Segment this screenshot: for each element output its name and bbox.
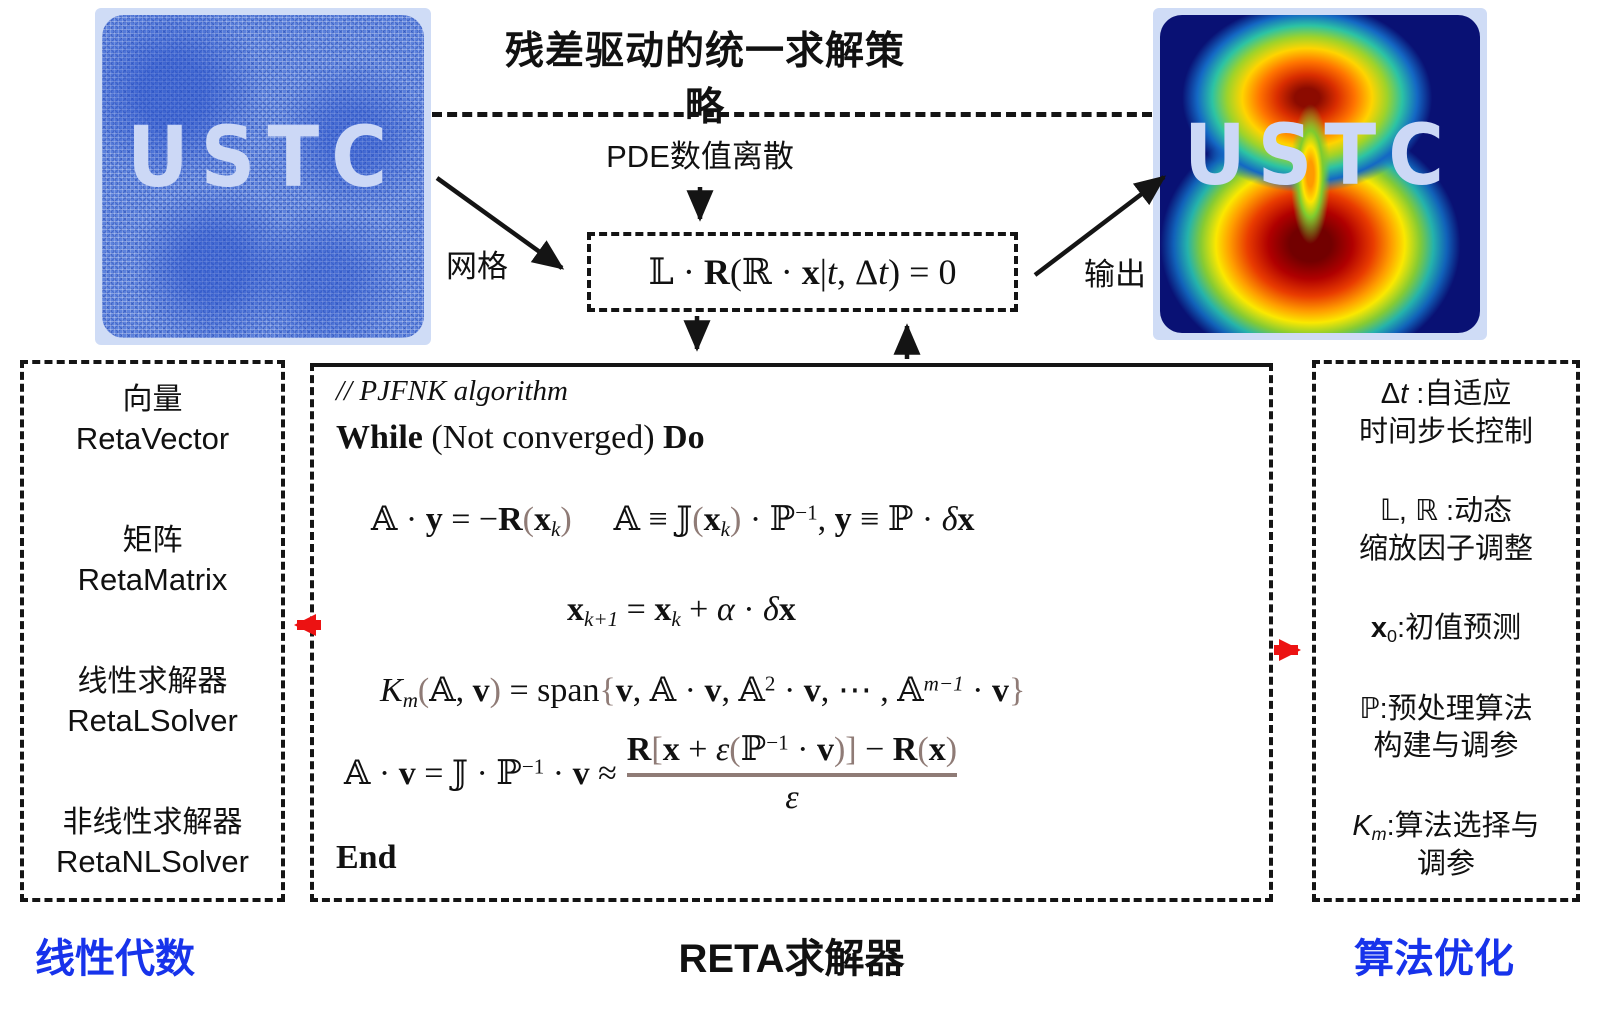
equation-matrix-free: 𝔸 · v = 𝕁 · ℙ−1 · v ≈ R[x + ε(ℙ−1 · v)] … — [344, 729, 958, 817]
while-line: While (Not converged) Do — [336, 419, 705, 456]
item-line1: 𝕃, ℝ :动态 — [1379, 495, 1513, 528]
algorithm-optimization-panel: Δt :自适应 时间步长控制 𝕃, ℝ :动态 缩放因子调整 x0:初值预测 ℙ… — [1312, 360, 1580, 902]
end-line: End — [336, 839, 397, 876]
pde-discretization-label: PDE数值离散 — [606, 139, 794, 174]
mesh-label: 网格 — [446, 249, 508, 284]
fraction-bar — [626, 773, 958, 777]
caption-linear-algebra: 线性代数 — [35, 937, 195, 981]
list-item-nonlinear-solver: 非线性求解器 RetaNLSolver — [24, 803, 281, 882]
fraction-numerator: R[x + ε(ℙ−1 · v)] − R(x) — [626, 730, 958, 768]
residual-equation: 𝕃 · R(ℝ · x|t, Δt) = 0 — [648, 252, 957, 292]
page-title: 残差驱动的统一求解策略 — [504, 30, 905, 129]
equation-update: xk+1 = xk + α · δx — [567, 591, 796, 631]
residual-equation-box: 𝕃 · R(ℝ · x|t, Δt) = 0 — [587, 232, 1018, 312]
output-label: 输出 — [1084, 257, 1146, 292]
list-item-preconditioner: ℙ:预处理算法 构建与调参 — [1316, 691, 1576, 766]
item-line1: Δt :自适应 — [1380, 378, 1512, 410]
equation-definitions: 𝔸 ≡ 𝕁(xk) · ℙ−1, y ≡ ℙ · δx — [613, 500, 975, 541]
top-dashed-divider — [432, 112, 1152, 117]
linear-algebra-panel: 向量 RetaVector 矩阵 RetaMatrix 线性求解器 RetaLS… — [20, 360, 285, 902]
list-item-vector: 向量 RetaVector — [24, 380, 281, 459]
list-item-algorithm-select: Km:算法选择与 调参 — [1316, 808, 1576, 884]
item-line2: 调参 — [1416, 848, 1475, 881]
equation-row-1: 𝔸 · y = −R(xk) 𝔸 ≡ 𝕁(xk) · ℙ−1, y ≡ ℙ · … — [371, 499, 975, 542]
list-item-scaling: 𝕃, ℝ :动态 缩放因子调整 — [1316, 493, 1576, 568]
caption-algorithm-optimization: 算法优化 — [1354, 937, 1514, 981]
fraction-denominator: ε — [785, 779, 799, 816]
item-zh: 非线性求解器 — [62, 805, 243, 839]
equation-matrix-free-left: 𝔸 · v = 𝕁 · ℙ−1 · v ≈ — [344, 754, 617, 792]
equation-linear-system: 𝔸 · y = −R(xk) — [371, 501, 572, 541]
item-zh: 矩阵 — [122, 523, 183, 557]
item-line2: 时间步长控制 — [1358, 415, 1533, 448]
item-line2: 缩放因子调整 — [1358, 532, 1533, 565]
heatmap-pattern: USTC — [1160, 15, 1480, 333]
list-item-timestep: Δt :自适应 时间步长控制 — [1316, 376, 1576, 451]
mesh-pattern: USTC — [102, 15, 424, 338]
item-zh: 向量 — [122, 383, 183, 416]
item-en: RetaMatrix — [77, 561, 228, 597]
item-en: RetaVector — [75, 421, 230, 456]
equation-krylov-space: Km(𝔸, v) = span{v, 𝔸 · v, 𝔸2 · v, ⋯ , 𝔸m… — [380, 671, 1026, 712]
item-line1: ℙ:预处理算法 — [1359, 692, 1533, 725]
algorithm-comment: // PJFNK algorithm — [336, 375, 568, 407]
reta-solver-panel: // PJFNK algorithm While (Not converged)… — [310, 363, 1273, 902]
item-line2: 构建与调参 — [1373, 730, 1519, 763]
list-item-linear-solver: 线性求解器 RetaLSolver — [24, 662, 281, 741]
item-en: RetaNLSolver — [56, 843, 249, 879]
heatmap-logo-text: USTC — [1183, 105, 1457, 204]
caption-reta-solver: RETA求解器 — [678, 937, 905, 981]
mesh-logo-text: USTC — [126, 108, 400, 207]
item-zh: 线性求解器 — [77, 664, 228, 698]
list-item-initial-guess: x0:初值预测 — [1316, 610, 1576, 648]
heatmap-logo-image: USTC — [1153, 8, 1487, 340]
item-line1: x0:初值预测 — [1370, 612, 1522, 647]
list-item-matrix: 矩阵 RetaMatrix — [24, 521, 281, 600]
item-en: RetaLSolver — [67, 702, 238, 738]
fraction: R[x + ε(ℙ−1 · v)] − R(x) ε — [626, 729, 958, 817]
mesh-logo-image: USTC — [95, 8, 431, 345]
item-line1: Km:算法选择与 — [1352, 809, 1540, 844]
